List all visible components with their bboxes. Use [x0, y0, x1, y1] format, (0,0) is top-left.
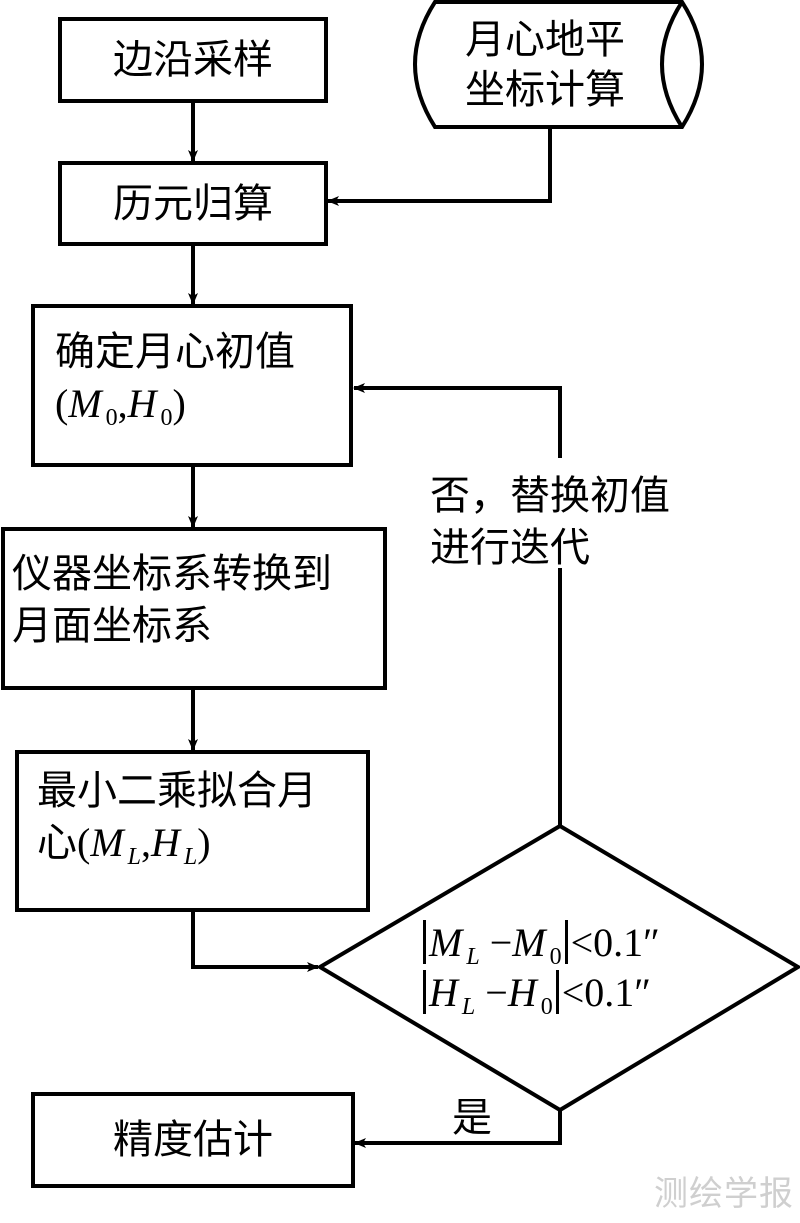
abs-bar — [555, 970, 559, 1014]
var-m: M — [90, 820, 124, 865]
cylinder-inner-arc — [660, 0, 684, 129]
sub-l: L — [183, 844, 198, 870]
node-accuracy-label: 精度估计 — [113, 1117, 273, 1163]
edge-cylinder-to-epoch — [327, 127, 552, 206]
edge-label-no: 否，替换初值 进行迭代 — [430, 470, 670, 574]
paren-open: ( — [77, 820, 91, 865]
edge-label-no-line2: 进行迭代 — [430, 525, 590, 571]
cond-minus: − — [489, 920, 513, 965]
cond-sub2: 0 — [549, 944, 562, 970]
cond-rel: <0.1″ — [561, 970, 651, 1015]
paren-close: ) — [197, 820, 211, 865]
edge-label-yes-text: 是 — [452, 1095, 492, 1141]
node-epoch-reduction-label: 历元归算 — [113, 180, 273, 227]
edge-fit-to-diamond — [191, 910, 319, 972]
cond-sub1: L — [466, 944, 480, 970]
node-selenocentric-horizontal: 月心地平 坐标计算 — [440, 10, 650, 120]
abs-bar — [423, 920, 426, 964]
cond-sub1: L — [461, 994, 476, 1020]
paren-open: ( — [55, 381, 69, 426]
node-least-squares-line1: 最小二乘拟合月 — [37, 768, 317, 814]
watermark: 测绘学报 — [654, 1174, 794, 1214]
comma: , — [117, 381, 128, 426]
comma: , — [141, 820, 152, 865]
sub-0: 0 — [160, 405, 173, 431]
node-selenocentric-line1: 月心地平 — [465, 17, 625, 63]
cond-var2: M — [512, 920, 546, 965]
sub-0: 0 — [105, 405, 118, 431]
paren-close: ) — [172, 381, 186, 426]
edge-label-no-line1: 否，替换初值 — [430, 473, 670, 519]
cond-var: H — [429, 970, 458, 1015]
node-coord-transform: 仪器坐标系转换到 月面坐标系 — [12, 545, 382, 655]
edge-label-yes: 是 — [452, 1092, 492, 1144]
abs-bar — [564, 920, 568, 964]
node-selenocentric-line2: 坐标计算 — [465, 67, 625, 113]
cond-var2: H — [507, 970, 537, 1015]
node-epoch-reduction: 历元归算 — [60, 163, 326, 244]
var-h: H — [151, 820, 180, 865]
node-coord-transform-line1: 仪器坐标系转换到 — [12, 551, 332, 597]
edge-no-loop-upper — [353, 383, 562, 458]
cond-rel: <0.1″ — [570, 920, 660, 965]
edge-yes-to-accuracy — [354, 1110, 562, 1148]
var-m: M — [68, 381, 102, 426]
line2-prefix: 心 — [37, 820, 77, 866]
var-h: H — [127, 381, 157, 426]
node-initial-center-line1: 确定月心初值 — [55, 329, 295, 375]
abs-bar — [423, 970, 426, 1014]
sub-l: L — [127, 844, 142, 870]
node-edge-sampling: 边沿采样 — [60, 19, 326, 101]
box-accuracy-estimation — [31, 1092, 355, 1188]
cond-minus: − — [485, 970, 508, 1015]
cond-var: M — [429, 920, 463, 965]
cond-sub2: 0 — [540, 994, 553, 1020]
node-coord-transform-line2: 月面坐标系 — [12, 603, 212, 649]
node-edge-sampling-label: 边沿采样 — [113, 37, 273, 83]
node-accuracy-estimation: 精度估计 — [33, 1094, 353, 1186]
